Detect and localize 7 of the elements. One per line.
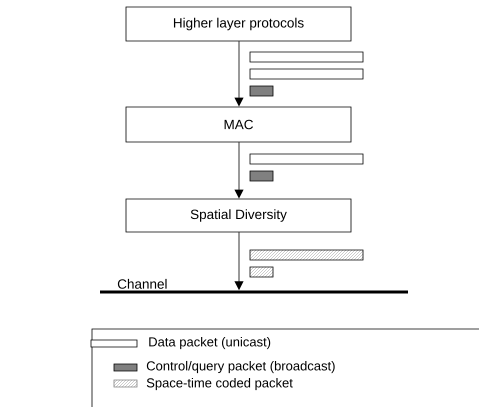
channel-line: Channel	[100, 278, 408, 294]
layer-box: Spatial Diversity	[126, 198, 352, 232]
legend-label: Space-time coded packet	[146, 378, 293, 390]
layer-box: MAC	[126, 106, 352, 142]
layer-box: Higher layer protocols	[126, 6, 352, 42]
legend-label: Control/query packet (broadcast)	[146, 360, 335, 374]
legend-label: Data packet (unicast)	[149, 336, 270, 350]
